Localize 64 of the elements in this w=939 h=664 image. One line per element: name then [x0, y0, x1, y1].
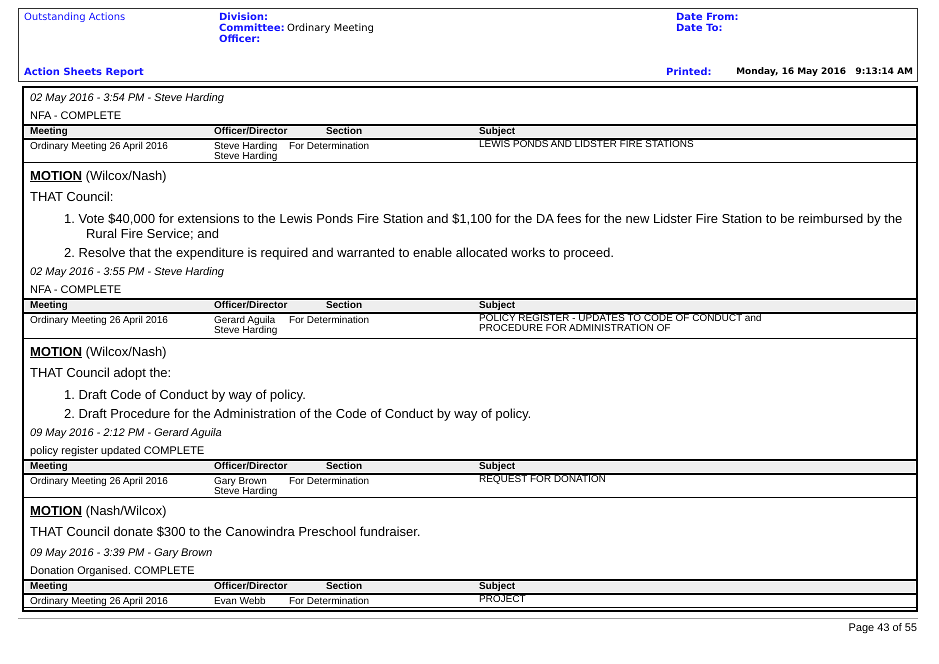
body-text: THAT Council adopt the:: [30, 365, 172, 380]
column-header: Officer/Director: [214, 300, 288, 311]
field-label: Officer:: [219, 34, 260, 45]
timestamp-text: 02 May 2016 - 3:55 PM - Steve Harding: [30, 266, 224, 278]
table-cell: Steve Harding: [214, 151, 278, 162]
column-header: Subject: [479, 300, 516, 311]
field-label: Printed:: [666, 67, 712, 78]
column-header: Officer/Director: [214, 461, 288, 472]
list-item: 2. Resolve that the expenditure is required and warranted to enable allocated works to proceed.: [64, 245, 615, 260]
table-cell: Steve Harding: [214, 325, 278, 336]
table-cell: Ordinary Meeting 26 April 2016: [30, 596, 168, 607]
table-cell: For Determination: [289, 476, 370, 487]
field-label: Committee:: [219, 23, 285, 34]
column-header: Section: [324, 300, 364, 311]
body-text: THAT Council:: [30, 189, 114, 204]
page-number: Page 43 of 55: [848, 622, 917, 634]
column-header: Officer/Director: [214, 581, 288, 592]
column-header: Section: [324, 461, 364, 472]
motion-heading: MOTION (Wilcox/Nash): [30, 344, 167, 359]
timestamp-text: 09 May 2016 - 2:12 PM - Gerard Aguila: [30, 427, 222, 439]
field-value: Monday, 16 May 2016 9:13:14 AM: [736, 67, 913, 77]
column-header: Meeting: [30, 461, 68, 472]
table-cell: Ordinary Meeting 26 April 2016: [30, 315, 168, 326]
table-cell-text: LEWIS PONDS AND LIDSTER FIRE STATIONS: [479, 140, 695, 150]
column-header: Meeting: [30, 300, 68, 311]
table-cell-text: PROJECT: [479, 595, 527, 605]
body-text: THAT Council donate $300 to the Canowindra Preschool fundraiser.: [30, 524, 420, 539]
field-label: Division:: [219, 12, 268, 23]
column-header: Subject: [479, 461, 516, 472]
status-text: Donation Organised. COMPLETE: [30, 565, 194, 577]
motion-heading: MOTION (Nash/Wilcox): [30, 503, 167, 518]
field-label: Date To:: [676, 23, 722, 34]
column-header: Meeting: [30, 581, 68, 592]
list-item: 1. Draft Code of Conduct by way of policy.: [64, 387, 307, 402]
table-cell: Evan Webb: [214, 596, 266, 607]
motion-heading: MOTION (Wilcox/Nash): [30, 168, 167, 183]
table-cell: Steve Harding: [214, 486, 278, 497]
field-value: Ordinary Meeting: [287, 23, 374, 34]
column-header: Meeting: [30, 126, 68, 137]
field-label: Date From:: [676, 12, 739, 23]
report-title: Action Sheets Report: [24, 67, 144, 78]
timestamp-text: 09 May 2016 - 3:39 PM - Gary Brown: [30, 547, 212, 559]
status-text: policy register updated COMPLETE: [30, 445, 204, 457]
table-cell: For Determination: [289, 141, 370, 152]
table-cell: Gerard Aguila: [214, 315, 276, 326]
table-cell: Ordinary Meeting 26 April 2016: [30, 476, 168, 487]
status-text: NFA - COMPLETE: [30, 110, 122, 122]
table-cell-text: POLICY REGISTER - UPDATES TO CODE OF CONDUCT and PROCEDURE FOR ADMINISTRATION OF: [479, 314, 762, 334]
report-category: Outstanding Actions: [24, 12, 126, 23]
table-cell: Ordinary Meeting 26 April 2016: [30, 141, 168, 152]
column-header: Section: [324, 126, 364, 137]
status-text: NFA - COMPLETE: [30, 284, 122, 296]
list-item: 2. Draft Procedure for the Administration of the Code of Conduct by way of policy.: [64, 406, 532, 421]
column-header: Officer/Director: [214, 126, 288, 137]
list-item: 1. Vote $40,000 for extensions to the Lewis Ponds Fire Station and $1,100 for the DA fees for the new Lidster Fire Station to be reimbursed by the Rural Fire Service; and: [64, 211, 904, 241]
table-cell: For Determination: [289, 596, 370, 607]
column-header: Subject: [479, 581, 516, 592]
column-header: Subject: [479, 126, 516, 137]
column-header: Section: [324, 581, 364, 592]
table-cell: For Determination: [289, 315, 370, 326]
timestamp-text: 02 May 2016 - 3:54 PM - Steve Harding: [30, 92, 224, 104]
table-cell: Gary Brown: [214, 476, 267, 487]
table-cell-text: REQUEST FOR DONATION: [479, 475, 607, 485]
table-cell: Steve Harding: [214, 141, 278, 152]
